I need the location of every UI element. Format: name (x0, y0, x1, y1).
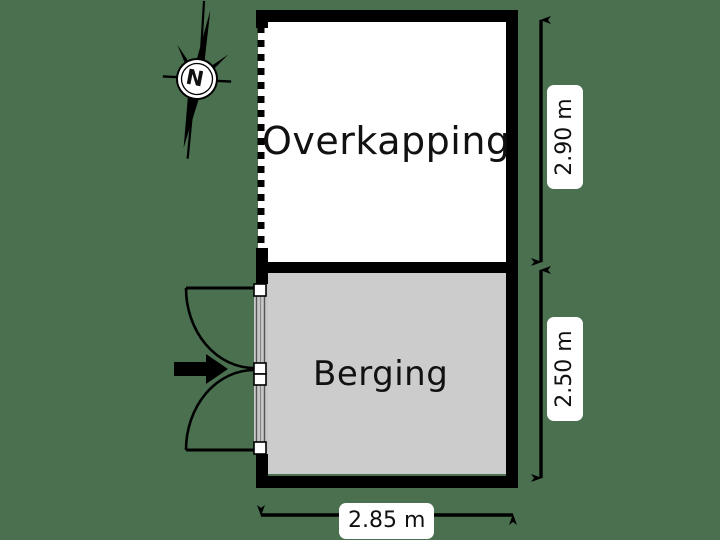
dimension-label-total-width: 2.85 m (339, 503, 435, 539)
wall-south (256, 476, 518, 488)
compass-hairline-south (186, 96, 195, 159)
walls (256, 10, 518, 488)
door-hinge-bottom (253, 441, 267, 455)
door-hinge-middle-upper (253, 362, 267, 375)
wall-east (506, 10, 518, 488)
wall-corner-nub-northwest (256, 10, 268, 28)
berging-fill (258, 272, 506, 474)
entry-direction-arrow (174, 354, 228, 384)
wall-interior-divider (256, 262, 506, 273)
compass-hairline-north (199, 0, 206, 62)
overkapping-fill (258, 18, 506, 262)
room-label-overkapping: Overkapping (262, 119, 511, 163)
door-leaf-upper-arc (184, 287, 255, 370)
door-hinge-top (253, 283, 267, 297)
room-fills (258, 18, 506, 474)
door-leaf-lower-arc (184, 368, 255, 451)
berging-door-assembly[interactable] (184, 283, 268, 455)
north-arrow (162, 0, 232, 159)
compass-ring-inner (180, 62, 214, 96)
room-label-berging: Berging (313, 354, 449, 394)
dimension-label-overkapping-depth: 2.90 m (547, 85, 583, 189)
wall-west-berging-upper-stub (256, 262, 268, 286)
dimension-label-berging-depth: 2.50 m (547, 317, 583, 421)
door-hinge-middle-lower (253, 373, 267, 386)
wall-west-berging-lower-stub (256, 452, 268, 488)
wall-north (256, 10, 518, 22)
